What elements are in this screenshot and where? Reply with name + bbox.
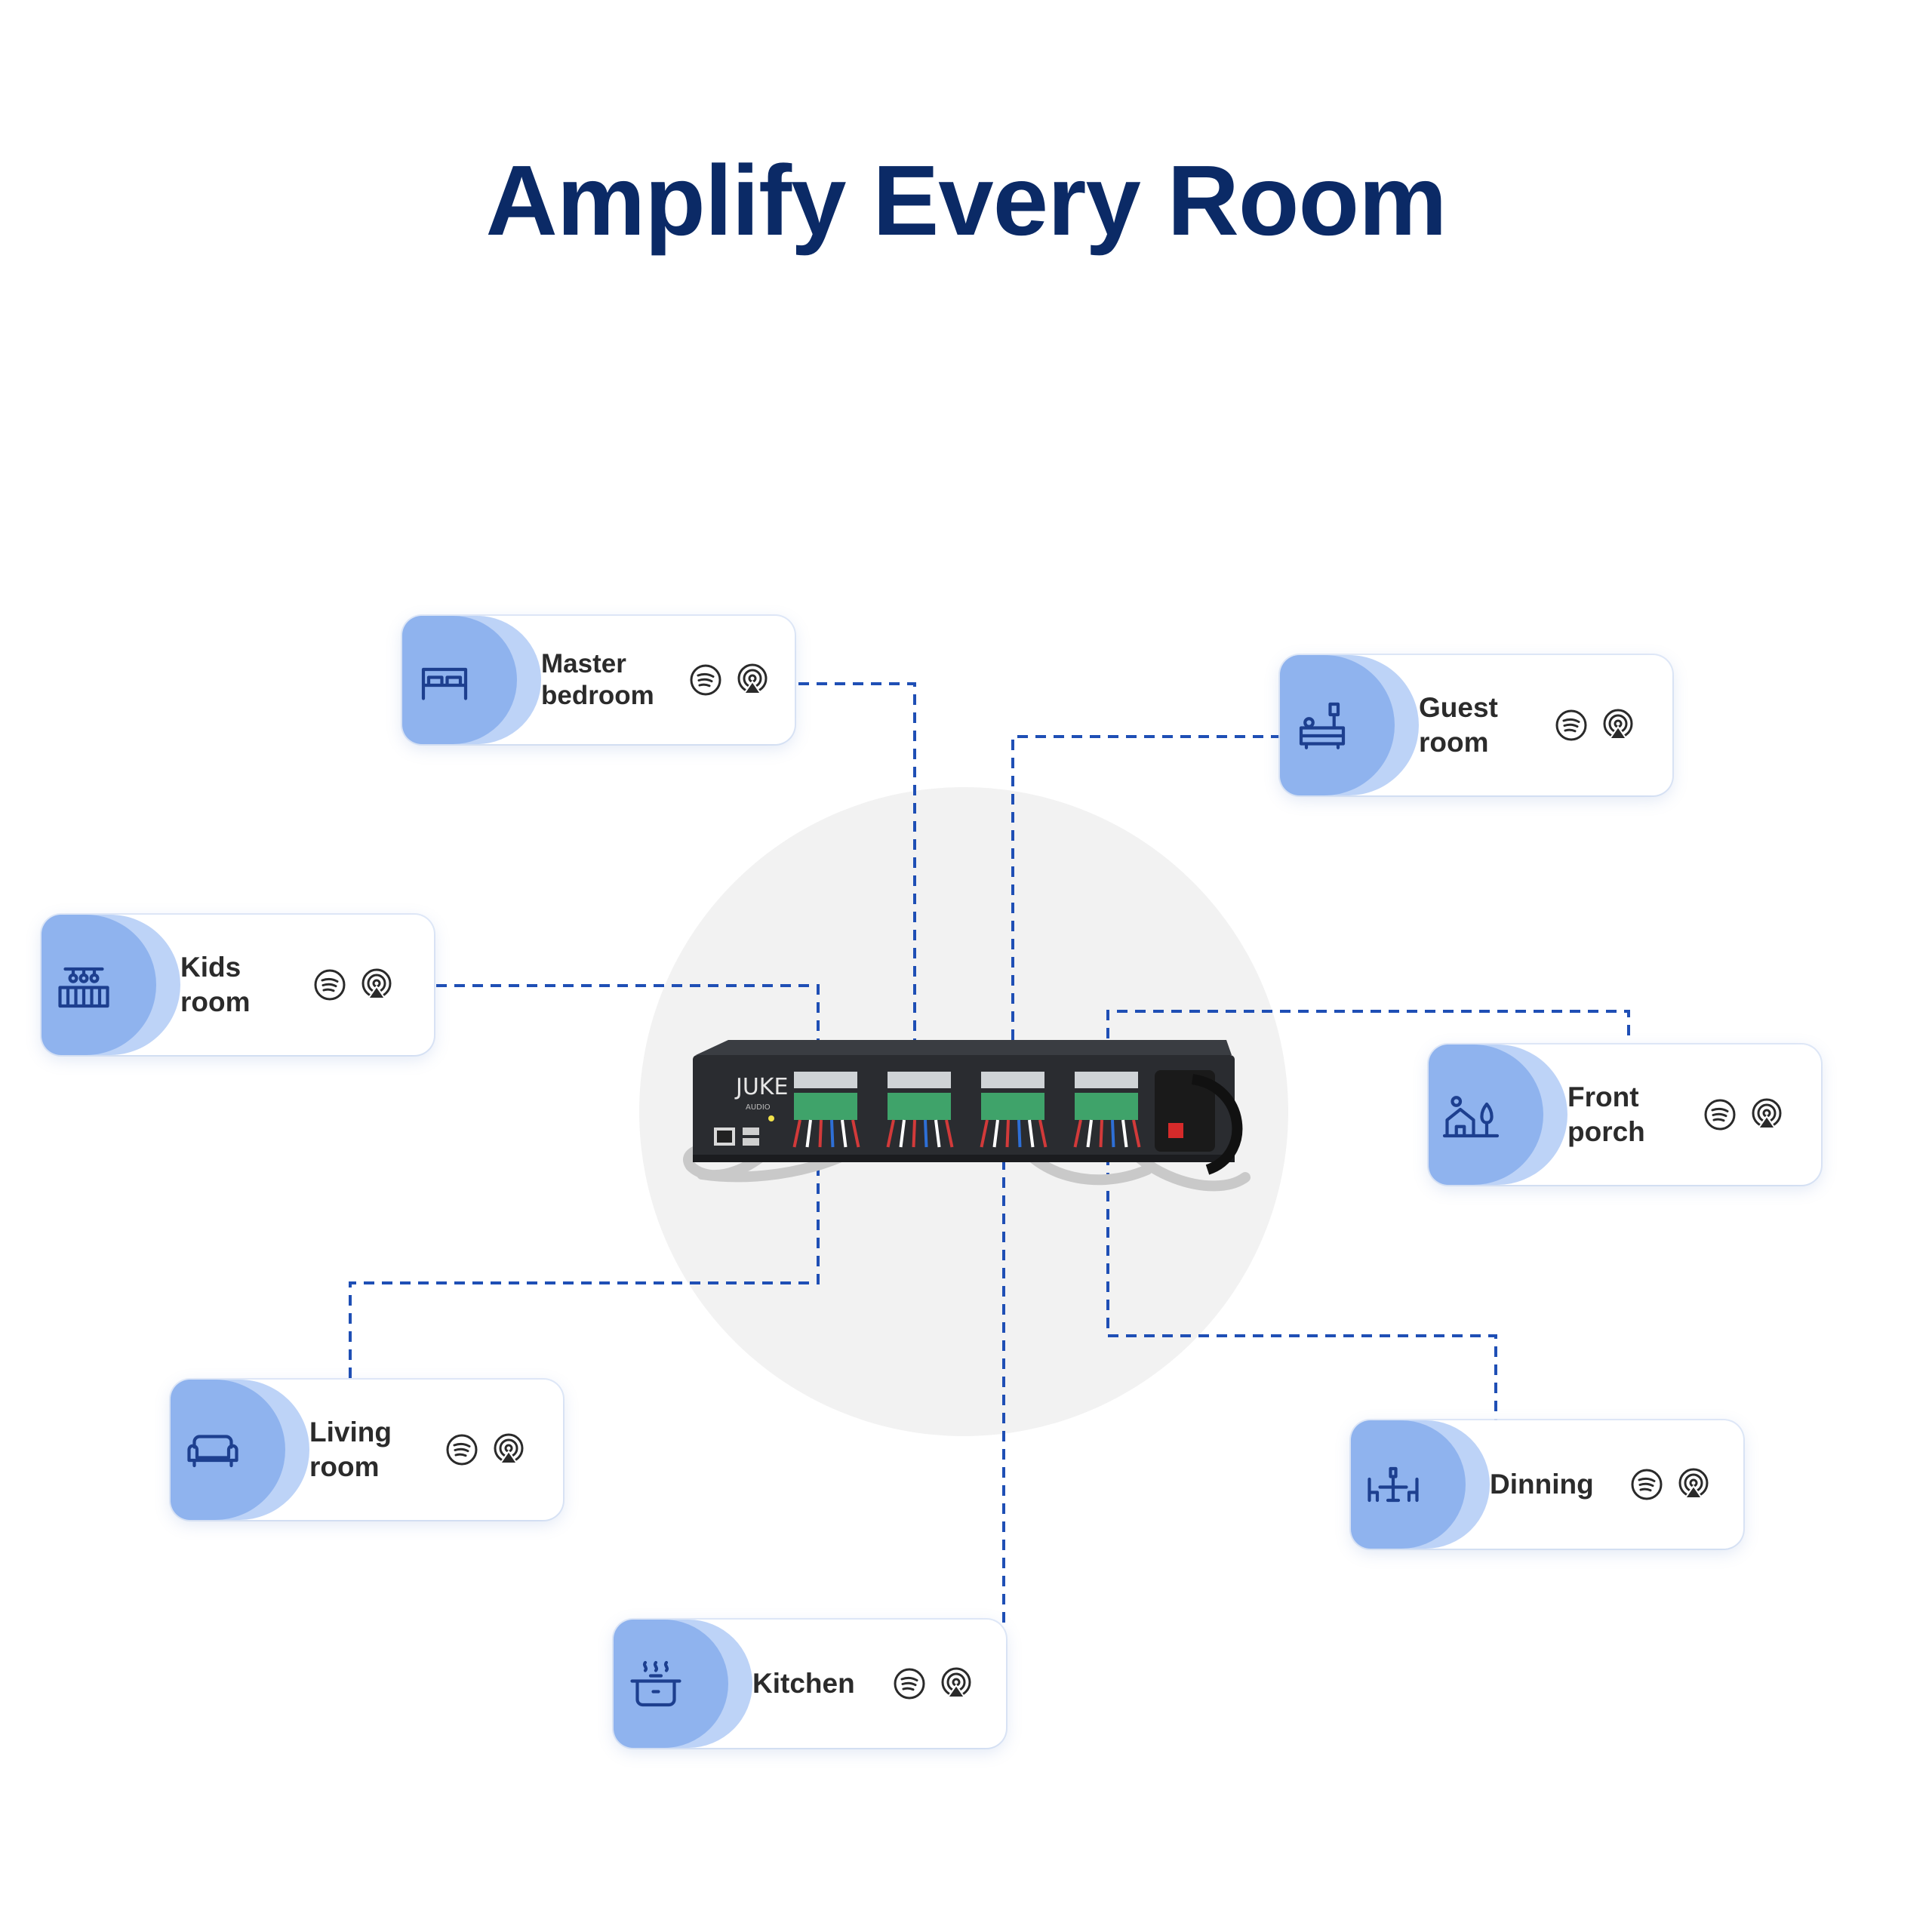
airplay-icon <box>360 968 393 1001</box>
room-label: Kitchen <box>752 1668 855 1699</box>
room-label: Kids room <box>180 952 251 1017</box>
airplay-icon <box>1750 1098 1783 1131</box>
room-label: Dinning <box>1490 1469 1594 1500</box>
airplay-icon <box>940 1667 973 1700</box>
airplay-icon <box>736 663 769 697</box>
airplay-icon <box>492 1433 525 1466</box>
room-card-kids-room[interactable]: Kids room <box>42 915 434 1055</box>
cooking-pot-icon <box>624 1652 688 1715</box>
connector-master-bedroom <box>798 682 916 1087</box>
terminal-block <box>792 1072 860 1148</box>
room-card-dinning[interactable]: Dinning <box>1351 1420 1743 1549</box>
spotify-icon <box>313 968 346 1001</box>
airplay-icon <box>1677 1468 1710 1501</box>
sofa-icon <box>181 1418 245 1481</box>
spotify-icon <box>1630 1468 1663 1501</box>
bed-icon <box>413 648 476 712</box>
spotify-icon <box>689 663 722 697</box>
page-title: Amplify Every Room <box>485 145 1447 256</box>
room-label: Master bedroom <box>541 649 654 710</box>
spotify-icon <box>445 1433 478 1466</box>
room-card-living-room[interactable]: Living room <box>171 1380 563 1520</box>
connector-kids-room <box>349 984 820 1380</box>
airplay-icon <box>1601 709 1635 742</box>
room-card-guest-room[interactable]: Guest room <box>1280 655 1672 795</box>
spotify-icon <box>1703 1098 1737 1131</box>
room-card-kitchen[interactable]: Kitchen <box>614 1620 1006 1748</box>
house-tree-icon <box>1439 1083 1503 1146</box>
crib-mobile-icon <box>52 953 115 1017</box>
nightstand-lamp-icon <box>1291 694 1354 757</box>
device-sub: AUDIO <box>746 1103 771 1112</box>
terminal-block <box>886 1072 954 1148</box>
terminal-block <box>1073 1072 1141 1148</box>
room-card-master-bedroom[interactable]: Master bedroom <box>402 616 795 744</box>
spotify-icon <box>1555 709 1588 742</box>
spotify-icon <box>893 1667 926 1700</box>
dining-table-icon <box>1361 1453 1425 1516</box>
connector-front-porch <box>1106 1010 1630 1420</box>
device-brand: JUKE <box>734 1074 788 1100</box>
room-card-front-porch[interactable]: Front porch <box>1429 1044 1821 1185</box>
room-label: Front porch <box>1567 1081 1645 1147</box>
room-label: Guest room <box>1419 692 1498 758</box>
terminal-block <box>980 1072 1048 1148</box>
room-label: Living room <box>309 1417 392 1482</box>
